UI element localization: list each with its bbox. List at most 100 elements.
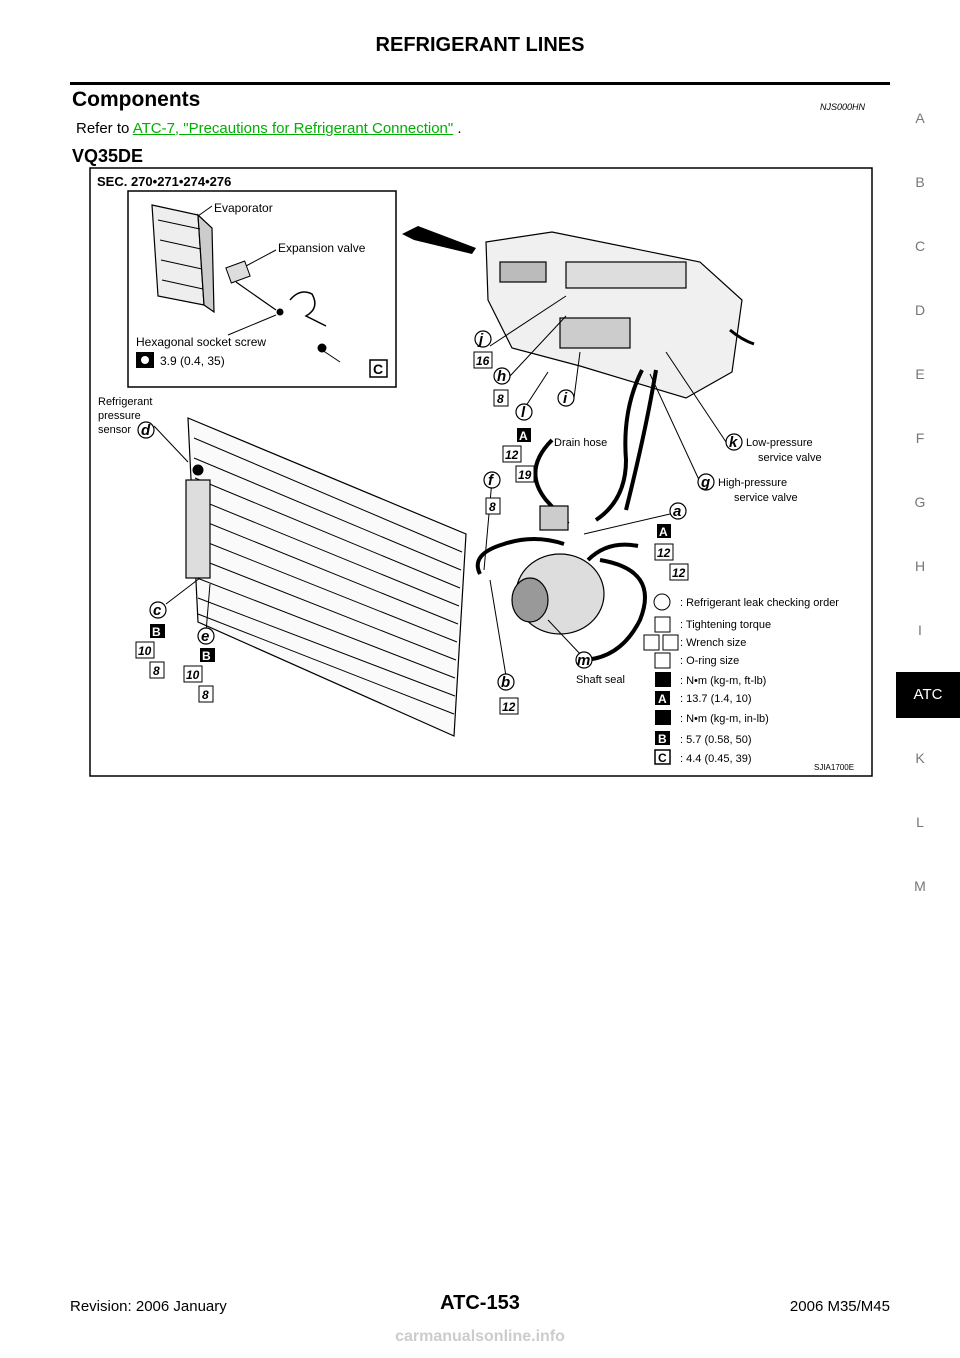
side-index-g[interactable]: G (914, 494, 926, 510)
legend-c-val: : 4.4 (0.45, 39) (680, 753, 752, 765)
box-12c: 12 (672, 566, 686, 580)
low-pressure-label-1: Low-pressure (746, 437, 813, 449)
refer-prefix: Refer to (76, 120, 133, 137)
legend-b-val: : 5.7 (0.58, 50) (680, 734, 752, 746)
box-12b-frame (654, 543, 674, 561)
side-index-atc[interactable]: ATC (896, 672, 960, 718)
side-index-f[interactable]: F (915, 430, 925, 446)
legend-circle: : Refrigerant leak checking order (680, 597, 839, 609)
drain-hose-label: Drain hose (554, 437, 607, 449)
box-8a-frame (493, 389, 509, 407)
legend-square-icon (654, 616, 671, 633)
box-10b: 10 (186, 668, 200, 682)
callout-d-circle (137, 421, 155, 439)
refrigerant-sensor-label-1: Refrigerant (98, 396, 152, 408)
box-12a: 12 (505, 448, 519, 462)
inset-torque: 3.9 (0.4, 35) (160, 354, 225, 368)
callout-m: m (577, 652, 590, 669)
box-8d: 8 (202, 688, 209, 702)
callout-h-circle (493, 367, 511, 385)
model: 2006 M35/M45 (789, 1298, 890, 1315)
callout-l: l (521, 404, 526, 421)
box-8c: 8 (153, 664, 160, 678)
box-a1-frame (517, 428, 531, 442)
pointer-arrow (402, 226, 476, 254)
precautions-link[interactable]: ATC-7, "Precautions for Refrigerant Conn… (132, 120, 454, 137)
box-10a-frame (135, 641, 155, 659)
box-b1-frame (150, 624, 165, 638)
callout-j-circle (474, 330, 492, 348)
engine-subheading: VQ35DE (72, 146, 144, 166)
side-index-c[interactable]: C (914, 238, 926, 254)
callout-e: e (201, 628, 209, 645)
callout-k: k (729, 434, 738, 451)
callout-a-circle (669, 502, 687, 520)
box-16: 16 (476, 354, 490, 368)
sec-label: SEC. 270•271•274•276 (97, 174, 231, 189)
callout-f-circle (483, 471, 501, 489)
legend-wrench: : Wrench size (680, 637, 746, 649)
leader-lines (153, 295, 727, 677)
section-heading: Components (72, 88, 201, 111)
box-12b: 12 (657, 546, 671, 560)
legend-oring-icon (654, 652, 671, 669)
expansion-valve-drawing (225, 260, 327, 353)
side-index-d[interactable]: D (914, 302, 926, 318)
side-index-h[interactable]: H (914, 558, 926, 574)
expansion-valve-label: Expansion valve (278, 241, 366, 255)
box-a1: A (519, 429, 528, 443)
side-index-b[interactable]: B (915, 174, 925, 190)
box-12a-frame (502, 445, 522, 463)
page-title: REFRIGERANT LINES (375, 34, 585, 56)
low-pressure-label-2: service valve (758, 452, 822, 464)
callout-g-circle (697, 473, 715, 491)
box-19: 19 (518, 468, 532, 482)
callout-e-circle (197, 627, 215, 645)
inset-badge-box (369, 359, 388, 378)
pipes (475, 369, 658, 662)
legend-b-icon (655, 731, 670, 745)
hex-screw-label: Hexagonal socket screw (136, 335, 266, 349)
box-b1: B (152, 625, 161, 639)
hvac-unit-drawing (485, 231, 755, 399)
box-10a: 10 (138, 644, 152, 658)
side-index-a[interactable]: A (915, 110, 925, 126)
legend-nm-ft: : N•m (kg-m, ft-lb) (680, 675, 766, 687)
callout-a: a (673, 503, 681, 520)
legend-nm-ft-icon (655, 672, 671, 687)
revision: Revision: 2006 January (70, 1298, 227, 1315)
high-pressure-label-1: High-pressure (718, 477, 787, 489)
high-pressure-label-2: service valve (734, 492, 798, 504)
compressor-drawing (511, 505, 605, 635)
legend-circle-icon (653, 593, 671, 611)
box-16-frame (473, 351, 493, 369)
callout-c: c (153, 602, 162, 619)
refrigerant-sensor-label-3: sensor (98, 424, 131, 436)
section-code: NJS000HN (820, 102, 866, 112)
refrigerant-sensor-label-2: pressure (98, 410, 141, 422)
box-b2: B (202, 649, 211, 663)
side-index-e[interactable]: E (915, 366, 925, 382)
inset-badge-c: C (373, 361, 383, 377)
callout-h: h (497, 368, 506, 385)
page-number: ATC-153 (440, 1292, 520, 1314)
figure-id: SJIA1700E (814, 763, 854, 772)
torque-wrench-icon (136, 352, 154, 368)
refer-line: Refer to ATC-7, "Precautions for Refrige… (76, 120, 462, 137)
box-8d-frame (198, 685, 214, 703)
evaporator-label: Evaporator (214, 201, 273, 215)
box-a2-frame (657, 524, 671, 538)
side-index-m[interactable]: M (914, 878, 926, 894)
inset-frame (127, 190, 397, 388)
callout-k-circle (725, 433, 743, 451)
side-index-l[interactable]: L (916, 814, 924, 830)
callout-c-circle (149, 601, 167, 619)
callout-j: j (477, 331, 484, 348)
side-index-i[interactable]: I (918, 622, 922, 638)
box-b2-frame (200, 648, 215, 662)
callout-m-circle (575, 651, 593, 669)
box-8b-frame (485, 497, 501, 515)
side-index-k[interactable]: K (915, 750, 925, 766)
callout-g: g (700, 474, 710, 491)
condenser-drawing (185, 417, 467, 737)
